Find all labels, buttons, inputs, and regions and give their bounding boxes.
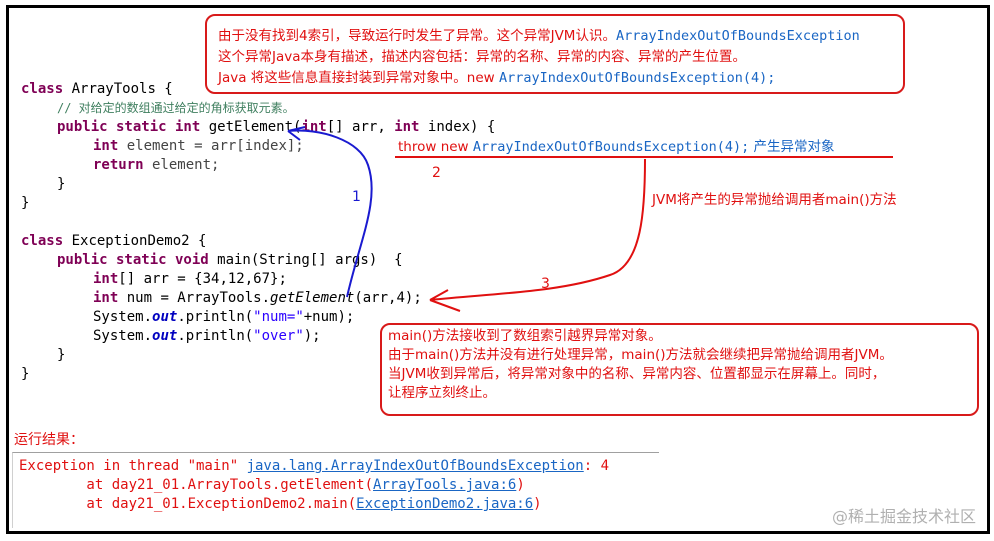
annotation-line: Java 将这些信息直接封装到异常对象中。new ArrayIndexOutOf… (218, 70, 776, 86)
arrow-1-call-icon (287, 129, 373, 298)
annotation-box-exception-cause (205, 14, 905, 94)
step-label-2: 2 (432, 165, 441, 181)
annotation-line: 让程序立刻终止。 (388, 385, 496, 401)
annotation-box-main-handling (380, 323, 979, 416)
code-class-arraytools: class ArrayTools { (21, 81, 173, 97)
arrow-3-head-icon (429, 289, 461, 312)
annotation-line: 由于main()方法并没有进行处理异常，main()方法就会继续把异常抛给调用者… (388, 347, 893, 363)
code-comment: // 对给定的数组通过给定的角标获取元素。 (57, 101, 295, 115)
watermark: @稀土掘金技术社区 (831, 507, 976, 526)
annotation-jvm-throw: JVM将产生的异常抛给调用者main()方法 (652, 192, 897, 208)
code-line-element: int element = arr[index]; (93, 138, 304, 154)
console-line-exception: Exception in thread "main" java.lang.Arr… (19, 458, 610, 474)
step-label-3: 3 (541, 276, 550, 292)
exception-class-link[interactable]: java.lang.ArrayIndexOutOfBoundsException (246, 458, 584, 474)
step-label-1: 1 (352, 189, 361, 205)
console-output (12, 452, 659, 528)
result-title: 运行结果： (14, 432, 84, 448)
code-line-println-over: System.out.println("over"); (93, 328, 321, 344)
code-line-num: int num = ArrayTools.getElement(arr,4); (93, 290, 422, 306)
code-close-brace: } (21, 195, 30, 211)
arrow-1-head-icon (287, 126, 306, 141)
code-close-brace: } (57, 347, 66, 363)
console-line-stack-2: at day21_01.ExceptionDemo2.main(Exceptio… (19, 496, 542, 512)
code-line-arr: int[] arr = {34,12,67}; (93, 271, 287, 287)
code-line-println-num: System.out.println("num="+num); (93, 309, 355, 325)
arrow-3-throw-icon (429, 158, 646, 301)
code-class-exceptiondemo2: class ExceptionDemo2 { (21, 233, 207, 249)
code-method-main: public static void main(String[] args) { (57, 252, 403, 268)
annotation-line: 当JVM收到异常后，将异常对象中的名称、异常内容、位置都显示在屏幕上。同时， (388, 366, 886, 382)
code-line-return: return element; (93, 157, 220, 173)
code-close-brace: } (57, 176, 66, 192)
stack-link-exceptiondemo2[interactable]: ExceptionDemo2.java:6 (356, 496, 534, 512)
keyword: class (21, 81, 64, 97)
stack-link-arraytools[interactable]: ArrayTools.java:6 (373, 477, 517, 493)
console-line-stack-1: at day21_01.ArrayTools.getElement(ArrayT… (19, 477, 525, 493)
code-close-brace: } (21, 366, 30, 382)
annotation-line: 由于没有找到4索引，导致运行时发生了异常。这个异常JVM认识。ArrayInde… (218, 28, 860, 44)
code-method-getelement: public static int getElement(int[] arr, … (57, 119, 496, 135)
annotation-line: 这个异常Java本身有描述，描述内容包括：异常的名称、异常的内容、异常的产生位置… (218, 49, 747, 65)
annotation-line: main()方法接收到了数组索引越界异常对象。 (388, 328, 662, 344)
annotation-throw-new: throw new ArrayIndexOutOfBoundsException… (398, 139, 835, 155)
